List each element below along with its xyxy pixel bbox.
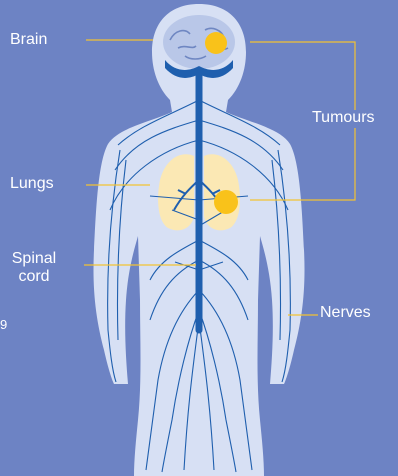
brain-label: Brain <box>10 31 47 49</box>
tumour-icon <box>214 190 238 214</box>
spinal-cord-label-line2: cord <box>6 268 62 286</box>
tumours-label: Tumours <box>312 109 375 127</box>
spinal-cord-label-line1: Spinal <box>6 250 62 268</box>
spinal-cord-label: Spinal cord <box>6 250 62 286</box>
lungs-label: Lungs <box>10 175 54 193</box>
nerves-label: Nerves <box>320 304 371 322</box>
edge-text-fragment: 9 <box>0 316 7 334</box>
tumour-icon <box>205 32 227 54</box>
